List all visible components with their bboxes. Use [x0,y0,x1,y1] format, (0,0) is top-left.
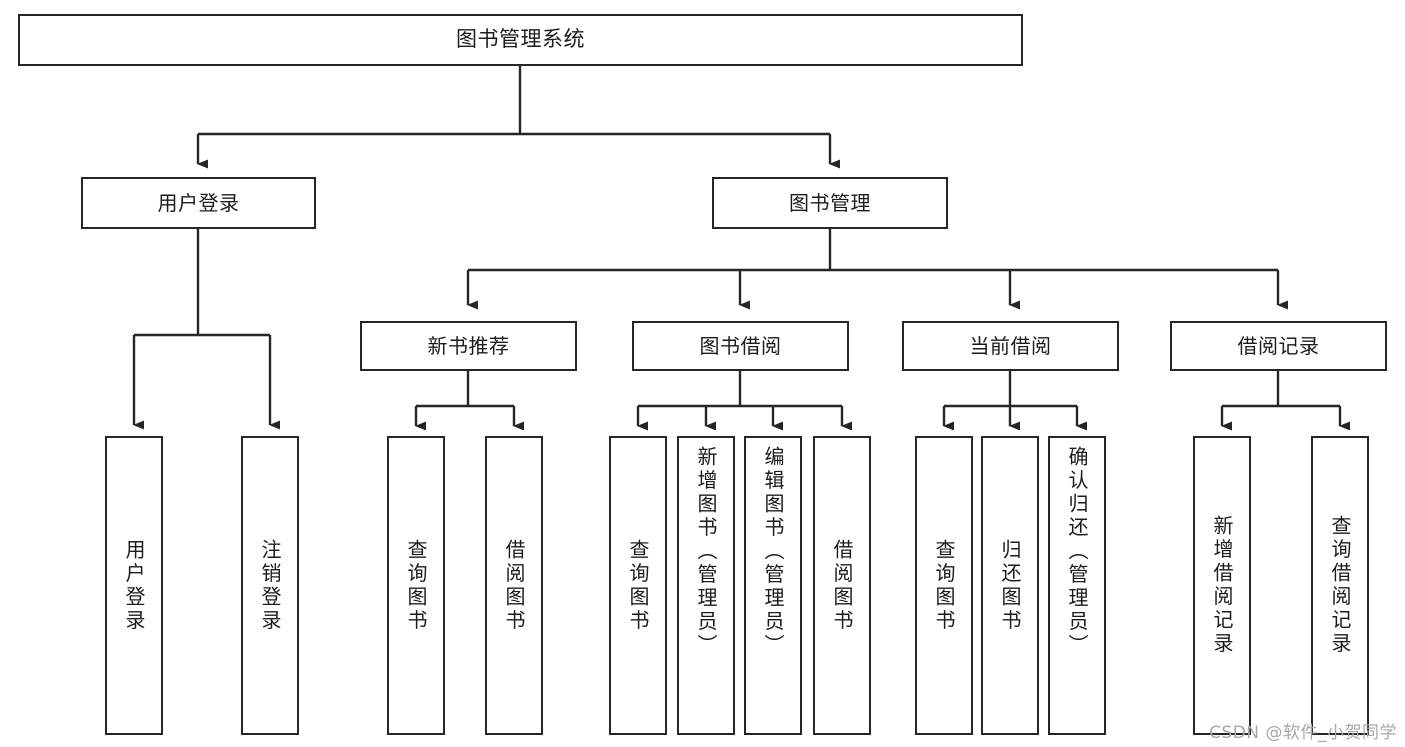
node-book-borrow[interactable]: 图书借阅 [632,321,849,371]
node-label: 编辑图书（管理员） [761,446,785,658]
leaf-add-book-admin[interactable]: 新增图书（管理员） [677,436,735,735]
leaf-borrow-book[interactable]: 借阅图书 [813,436,871,735]
leaf-user-login[interactable]: 用户登录 [105,436,163,735]
leaf-confirm-return-admin[interactable]: 确认归还（管理员） [1048,436,1106,735]
node-label: 新增图书（管理员） [694,446,718,658]
leaf-borrow-book-recommend[interactable]: 借阅图书 [485,436,543,735]
node-book-management[interactable]: 图书管理 [712,177,948,229]
node-label: 归还图书 [998,538,1022,633]
leaf-edit-book-admin[interactable]: 编辑图书（管理员） [744,436,802,735]
leaf-logout-login[interactable]: 注销登录 [241,436,299,735]
node-label: 图书管理系统 [456,27,585,52]
node-label: 注销登录 [258,538,282,633]
node-label: 确认归还（管理员） [1065,446,1089,658]
node-current-borrow[interactable]: 当前借阅 [902,321,1119,371]
node-root-book-management-system[interactable]: 图书管理系统 [18,14,1023,66]
node-label: 新增借阅记录 [1210,515,1234,656]
watermark: CSDN @软件_小贺同学 [1209,723,1397,743]
node-label: 查询图书 [932,538,956,633]
node-label: 新书推荐 [427,333,510,358]
node-label: 查询图书 [626,538,650,633]
node-borrow-record[interactable]: 借阅记录 [1170,321,1387,371]
node-label: 借阅记录 [1237,333,1320,358]
node-user-login[interactable]: 用户登录 [81,177,316,229]
leaf-query-book-borrow[interactable]: 查询图书 [609,436,667,735]
node-label: 用户登录 [157,190,240,215]
node-label: 查询图书 [404,538,428,633]
node-label: 查询借阅记录 [1328,515,1352,656]
node-new-book-recommend[interactable]: 新书推荐 [360,321,577,371]
node-label: 借阅图书 [502,538,526,633]
node-label: 用户登录 [122,538,146,633]
node-label: 图书管理 [789,190,871,215]
leaf-return-book[interactable]: 归还图书 [981,436,1039,735]
leaf-add-borrow-record[interactable]: 新增借阅记录 [1193,436,1251,735]
node-label: 当前借阅 [969,333,1052,358]
leaf-query-book-current[interactable]: 查询图书 [915,436,973,735]
node-label: 图书借阅 [699,333,782,358]
node-label: 借阅图书 [830,538,854,633]
leaf-query-book-recommend[interactable]: 查询图书 [387,436,445,735]
leaf-query-borrow-record[interactable]: 查询借阅记录 [1311,436,1369,735]
